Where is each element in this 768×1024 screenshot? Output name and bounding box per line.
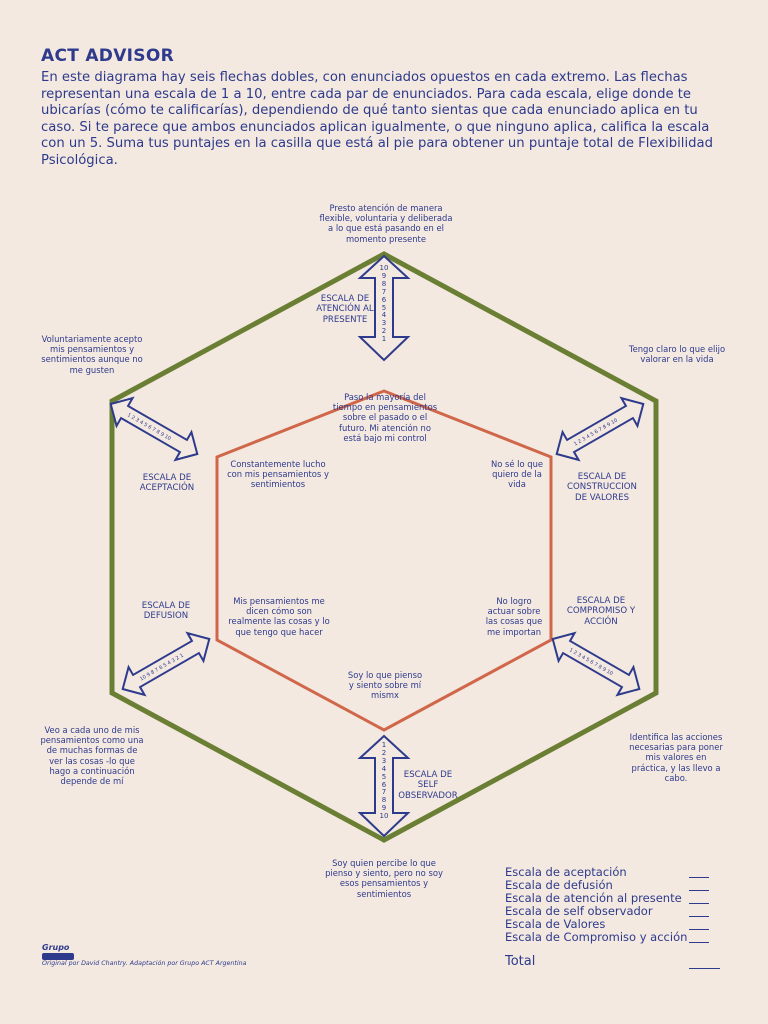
page-title: ACT ADVISOR — [41, 46, 174, 66]
scale-number: 10 — [379, 812, 389, 821]
arrow-top — [357, 254, 411, 362]
scale-number: 5 — [381, 772, 387, 781]
scale-number: 2 — [381, 748, 387, 757]
scale-number: 2 — [381, 327, 387, 336]
score-row-self: Escala de self observador — [505, 905, 715, 918]
scale-label-valores: ESCALA DE CONSTRUCCION DE VALORES — [567, 472, 637, 503]
score-blank[interactable] — [689, 916, 709, 917]
scale-number: 7 — [381, 287, 387, 296]
statement-inner-bottom-left: Mis pensamientos me dicen cómo son realm… — [228, 596, 330, 637]
scale-label-aceptacion: ESCALA DE ACEPTACIÓN — [139, 473, 195, 494]
score-blank[interactable] — [689, 929, 709, 930]
scale-number: 3 — [381, 756, 387, 765]
scale-number: 4 — [381, 311, 387, 320]
scale-number: 10 — [379, 264, 389, 272]
scale-number: 8 — [381, 279, 387, 288]
score-blank[interactable] — [689, 877, 709, 878]
scale-number: 6 — [381, 295, 387, 304]
score-blank[interactable] — [689, 903, 709, 904]
score-row-presente: Escala de atención al presente — [505, 892, 715, 905]
score-row-compromiso: Escala de Compromiso y acción — [505, 931, 715, 944]
inner-hexagon — [215, 389, 553, 732]
credit-text: Original por David Chantry. Adaptación p… — [42, 960, 247, 967]
scale-number: 9 — [381, 804, 387, 813]
statement-outer-top: Presto atención de manera flexible, volu… — [319, 203, 453, 244]
scale-number: 5 — [381, 303, 387, 312]
score-blank[interactable] — [689, 942, 709, 943]
outer-hexagon — [109, 251, 659, 843]
intro-paragraph: En este diagrama hay seis flechas dobles… — [41, 70, 713, 168]
scale-number: 9 — [381, 271, 387, 280]
statement-outer-top-left: Voluntariamente acepto mis pensamientos … — [41, 334, 143, 375]
score-row-defusion: Escala de defusión — [505, 879, 715, 892]
arrow-bottom-right — [551, 631, 641, 697]
statement-inner-top: Paso la mayoría del tiempo en pensamient… — [332, 392, 438, 443]
statement-inner-bottom: Soy lo que pienso y siento sobre mí mism… — [347, 670, 423, 701]
arrow-top-right — [555, 396, 645, 462]
arrow-bottom — [357, 734, 411, 838]
scale-number: 8 — [381, 796, 387, 805]
statement-inner-bottom-right: No logro actuar sobre las cosas que me i… — [485, 596, 543, 637]
arrow-bottom-left — [121, 631, 211, 697]
statement-inner-top-right: No sé lo que quiero de la vida — [490, 459, 544, 490]
statement-outer-top-right: Tengo claro lo que elijo valorar en la v… — [628, 344, 726, 365]
statement-outer-bottom-left: Veo a cada uno de mis pensamientos como … — [40, 725, 144, 787]
scale-number: 1 — [381, 741, 387, 749]
scale-label-self: ESCALA DE SELF OBSERVADOR — [398, 770, 458, 801]
scale-number: 4 — [381, 764, 387, 773]
score-blank[interactable] — [689, 890, 709, 891]
scale-number: 6 — [381, 780, 387, 789]
scale-label-defusion: ESCALA DE DEFUSION — [141, 601, 191, 622]
statement-inner-top-left: Constantemente lucho con mis pensamiento… — [227, 459, 329, 490]
scale-label-compromiso: ESCALA DE COMPROMISO Y ACCIÓN — [566, 596, 636, 627]
score-row-valores: Escala de Valores — [505, 918, 715, 931]
statement-outer-bottom-right: Identifica las acciones necesarias para … — [629, 732, 723, 783]
statement-outer-bottom: Soy quien percibe lo que pienso y siento… — [325, 858, 443, 899]
scale-number: 1 — [381, 335, 387, 344]
score-box: Escala de aceptación Escala de defusión … — [505, 866, 720, 970]
score-total-blank[interactable] — [689, 968, 720, 969]
score-row-aceptacion: Escala de aceptación — [505, 866, 715, 879]
arrow-top-left — [109, 396, 199, 462]
scale-number: 7 — [381, 788, 387, 797]
scale-number: 3 — [381, 319, 387, 328]
scale-label-presente: ESCALA DE ATENCIÓN AL PRESENTE — [316, 294, 374, 325]
logo-mark — [42, 953, 74, 960]
score-total-row: Total — [505, 954, 720, 970]
grupo-act-logo: Grupo — [42, 944, 74, 960]
